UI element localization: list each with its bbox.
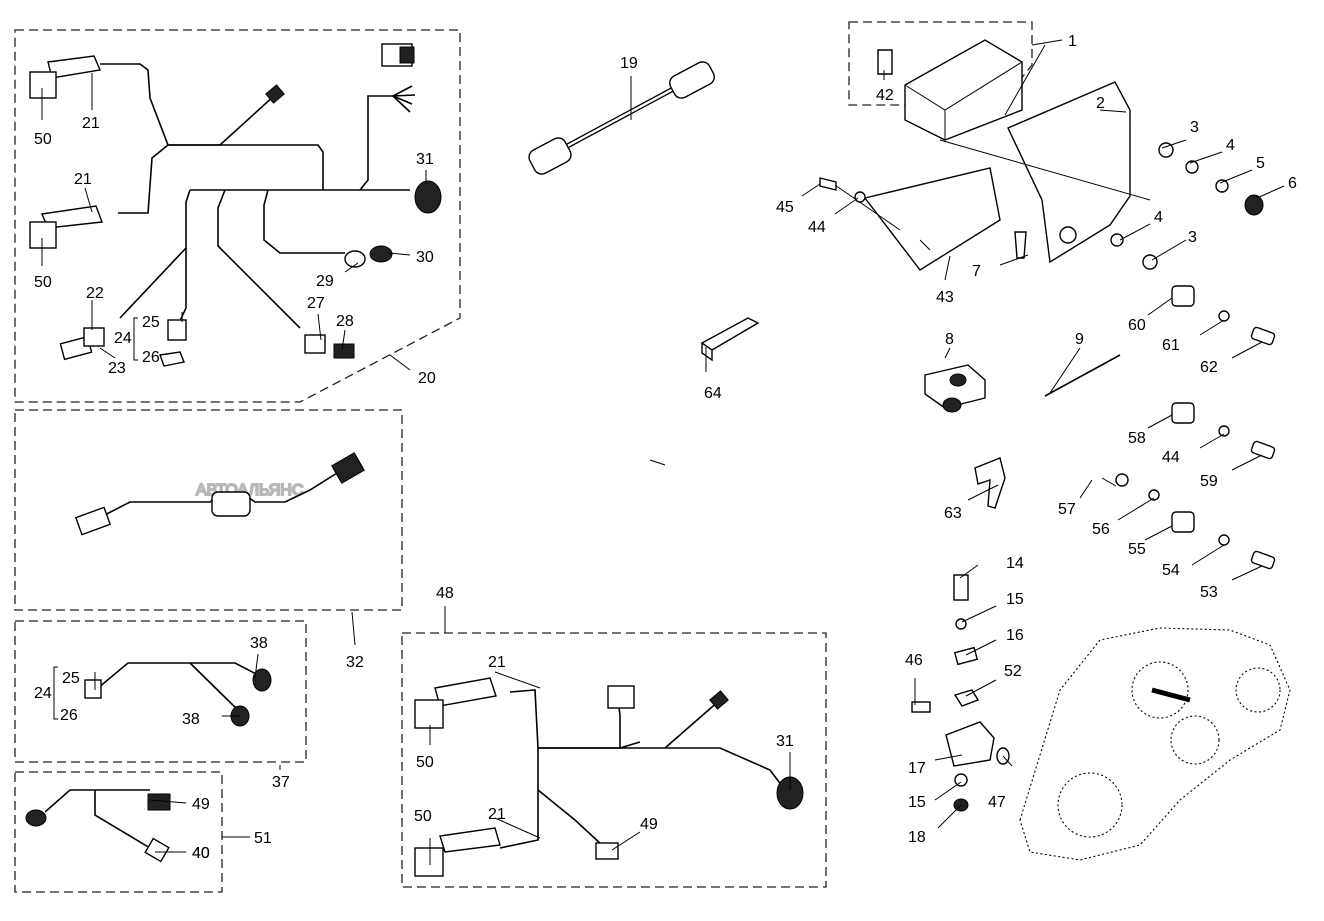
callout: 63: [944, 505, 962, 522]
callout: 50: [34, 131, 52, 148]
callout: 47: [988, 794, 1006, 811]
callout: 38: [250, 635, 268, 652]
callout: 53: [1200, 584, 1218, 601]
callout: 27: [307, 295, 325, 312]
callout: 49: [640, 816, 658, 833]
callout: 6: [1288, 175, 1297, 192]
callout: 51: [254, 830, 272, 847]
harness-51-drawing: [25, 789, 171, 863]
callout: 59: [1200, 473, 1218, 490]
callout: 23: [108, 360, 126, 377]
callout: 42: [876, 87, 894, 104]
frame-harness-32: [14, 409, 403, 611]
callout: 4: [1226, 137, 1235, 154]
group-frames: [14, 21, 1033, 893]
callout: 31: [776, 733, 794, 750]
callout: 15: [1006, 591, 1024, 608]
leader-lines: [41, 39, 1285, 865]
callout: 5: [1256, 155, 1265, 172]
callout: 4: [1154, 209, 1163, 226]
callout: 9: [1075, 331, 1084, 348]
callout: 7: [972, 263, 981, 280]
callout: 25: [142, 314, 160, 331]
callout: 58: [1128, 430, 1146, 447]
part-64-drawing: [700, 317, 760, 362]
callout: 28: [336, 313, 354, 330]
callout: 50: [414, 808, 432, 825]
callout: 20: [418, 370, 436, 387]
callout: 21: [74, 171, 92, 188]
callout: 32: [346, 654, 364, 671]
callout: 24: [34, 685, 52, 702]
callout: 40: [192, 845, 210, 862]
callout: 8: [945, 331, 954, 348]
frame-harness-48: [401, 632, 827, 888]
harness-37-drawing: [84, 662, 272, 727]
callout: 31: [416, 151, 434, 168]
callouts: 1 2 3 4 5 6 3 4 7 8 9 14 15 16 52 17 15 …: [34, 33, 1297, 862]
harness-48-drawing: [414, 677, 804, 877]
harness-20-drawing: [29, 43, 442, 367]
grouping-brackets: [53, 317, 138, 720]
frame-harness-51: [14, 771, 223, 893]
box-assembly-drawing: [819, 39, 1264, 271]
callout: 21: [488, 654, 506, 671]
callout: 44: [808, 219, 826, 236]
callout: 30: [416, 249, 434, 266]
callout: 22: [86, 285, 104, 302]
bracket-parts-drawing: [911, 574, 1010, 812]
callout: 37: [272, 774, 290, 791]
frame-harness-20: [14, 29, 461, 403]
callout: 15: [908, 794, 926, 811]
gearbox-drawing: [1019, 627, 1291, 861]
callout: 55: [1128, 541, 1146, 558]
callout: 44: [1162, 449, 1180, 466]
callout: 43: [936, 289, 954, 306]
callout: 54: [1162, 562, 1180, 579]
part-19-drawing: [528, 61, 715, 175]
callout: 21: [488, 806, 506, 823]
callout: 40: [192, 845, 210, 862]
callout: 45: [776, 199, 794, 216]
callout: 16: [1006, 627, 1024, 644]
callout: 48: [436, 585, 454, 602]
callout: 26: [142, 349, 160, 366]
callout: 26: [60, 707, 78, 724]
callout: 29: [316, 273, 334, 290]
callout: 61: [1162, 337, 1180, 354]
harness-32-drawing: [74, 452, 365, 536]
callout: 19: [620, 55, 638, 72]
callout: 14: [1006, 555, 1024, 572]
callout: 17: [908, 760, 926, 777]
callout: 52: [1004, 663, 1022, 680]
callout: 2: [1096, 95, 1105, 112]
callout: 38: [182, 711, 200, 728]
callout: 49: [192, 796, 210, 813]
callout: 60: [1128, 317, 1146, 334]
callout: 1: [1068, 33, 1077, 50]
valve-parts-drawing: [924, 354, 1121, 509]
callout: 50: [34, 274, 52, 291]
callout: 57: [1058, 501, 1076, 518]
callout: 3: [1188, 229, 1197, 246]
callout: 18: [908, 829, 926, 846]
callout: 46: [905, 652, 923, 669]
callout: 50: [416, 754, 434, 771]
callout: 3: [1190, 119, 1199, 136]
callout: 62: [1200, 359, 1218, 376]
callout: 25: [62, 670, 80, 687]
callout: 24: [114, 330, 132, 347]
frame-harness-37: [14, 620, 307, 763]
frame-box-1: [848, 21, 1033, 106]
callout: 64: [704, 385, 722, 402]
callout: 56: [1092, 521, 1110, 538]
callout: 21: [82, 115, 100, 132]
